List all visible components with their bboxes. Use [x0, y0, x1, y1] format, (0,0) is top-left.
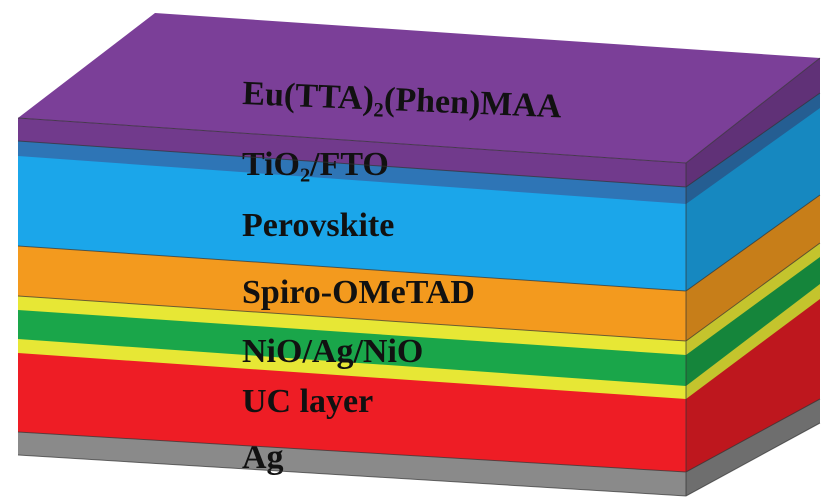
layer-niagni-lower-accent: [18, 283, 820, 399]
layer-spiro-side: [686, 194, 820, 341]
layer-uc-label: UC layer: [242, 383, 373, 420]
layer-niagni-lower-accent-side: [686, 283, 820, 399]
layer-tio2-side: [686, 92, 820, 204]
layer-tio2-label: TiO₂/FTO: [242, 146, 389, 183]
layer-niagni-upper-accent-side: [686, 242, 820, 355]
layer-niagni: NiO/Ag/NiO: [18, 256, 820, 386]
layer-niagni-upper-accent: [18, 242, 820, 355]
layer-tio2-front: [18, 140, 686, 204]
layer-eu-side: [686, 58, 820, 187]
layer-boundary-lines: [17, 57, 821, 497]
layer-eu-front: [18, 118, 686, 187]
layer-eu: Eu(TTA)₂(Phen)MAA: [18, 13, 820, 187]
layer-niagni-label: NiO/Ag/NiO: [242, 333, 423, 370]
layer-niagni-side: [686, 256, 820, 386]
layer-eu-top: [18, 13, 820, 163]
layer-spiro: Spiro-OMeTAD: [18, 194, 820, 341]
layer-tio2: [18, 92, 820, 204]
layer-spiro-front: [18, 245, 686, 341]
layer-ag-front: [18, 430, 686, 496]
layer-niagni-upper-accent-front: [18, 295, 686, 355]
layer-spiro-label: Spiro-OMeTAD: [242, 274, 475, 311]
layer-perovskite-side: [686, 107, 820, 291]
layer-niagni-front: [18, 309, 686, 386]
layer-perovskite-label: Perovskite: [242, 207, 394, 244]
layer-niagni-lower-accent-front: [18, 338, 686, 399]
layer-uc-side: [686, 298, 820, 472]
layer-ag-side: [686, 397, 820, 496]
